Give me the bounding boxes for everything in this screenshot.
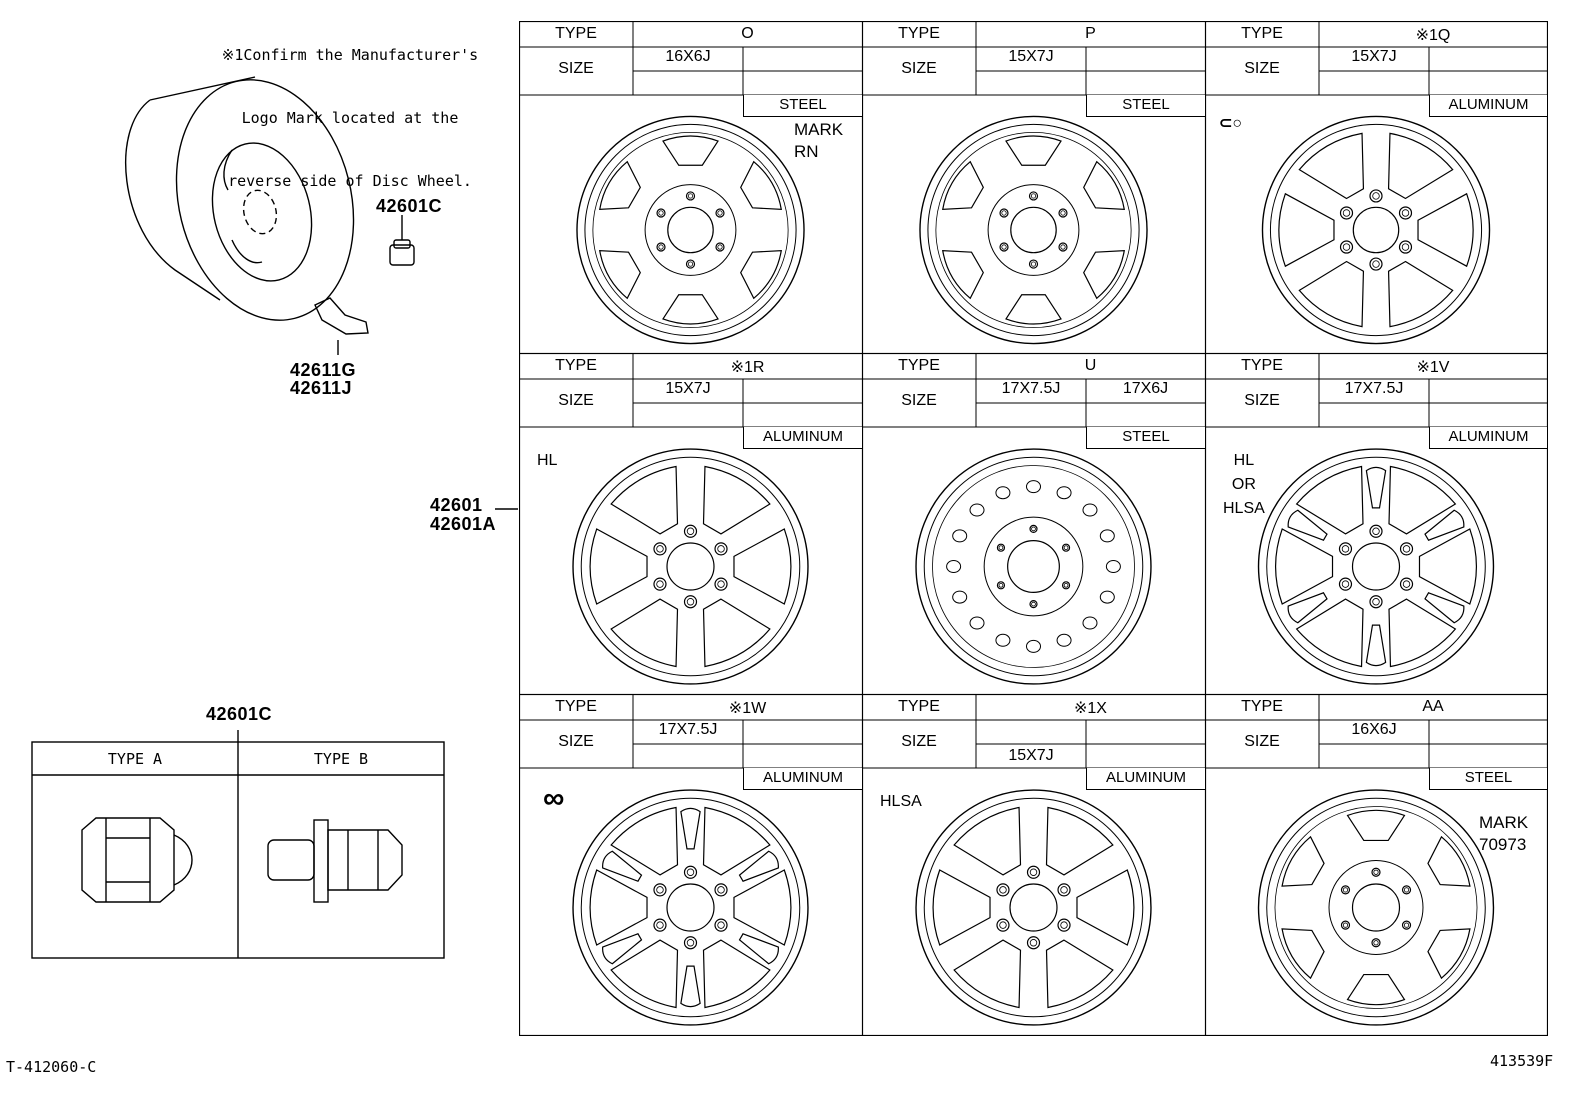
- wheel-cell-6: TYPE ※1V SIZE 17X7.5J ALUMINUM HL OR HLSA: [1205, 353, 1548, 695]
- manufacturer-logo-icon: ⊂○: [1219, 115, 1243, 132]
- size-label: SIZE: [558, 392, 594, 409]
- material-label: ALUMINUM: [743, 768, 862, 790]
- type-value: U: [1084, 357, 1097, 374]
- size-value: 17X7.5J: [1001, 380, 1061, 397]
- material-label: ALUMINUM: [1429, 95, 1547, 117]
- wheel-drawing: [919, 115, 1148, 345]
- wheel-drawing: [576, 115, 805, 345]
- wheel-cell-2: TYPE P SIZE 15X7J STEEL: [862, 21, 1206, 354]
- wheel-cell-frame: [519, 21, 863, 354]
- material-label: STEEL: [1429, 768, 1547, 790]
- wheel-drawing: [1261, 115, 1491, 345]
- type-value: ※1W: [728, 700, 767, 717]
- size-value-alt: 17X6J: [1122, 380, 1169, 397]
- wheel-cell-5: TYPE U SIZE 17X7.5J 17X6J STEEL: [862, 353, 1206, 695]
- wheel-drawing: [1257, 448, 1495, 685]
- nut-type-a-label: TYPE A: [107, 750, 163, 768]
- footer-left-code: T-412060-C: [6, 1058, 97, 1076]
- size-label: SIZE: [901, 733, 937, 750]
- wheel-cell-frame: [1205, 694, 1548, 1036]
- material-label: STEEL: [1086, 95, 1205, 117]
- size-label: SIZE: [1244, 60, 1280, 77]
- type-label: TYPE: [898, 698, 940, 715]
- part-number-cap-nut: 42601C: [376, 196, 443, 216]
- wheel-mark-note: MARK RN: [794, 120, 844, 161]
- material-label: ALUMINUM: [1429, 427, 1547, 449]
- type-label: TYPE: [555, 357, 597, 374]
- wheel-cell-frame: [862, 694, 1206, 1036]
- wheel-cell-frame: [1205, 21, 1548, 354]
- size-label: SIZE: [1244, 392, 1280, 409]
- part-number-valve-1: 42611G: [290, 360, 357, 380]
- wheel-tag: HL: [537, 452, 558, 469]
- manufacturer-logo-icon: ∞: [543, 782, 565, 815]
- size-value: 16X6J: [665, 48, 711, 65]
- wheel-tag: HLSA: [880, 793, 922, 810]
- type-value: ※1X: [1074, 700, 1107, 717]
- material-label: STEEL: [1086, 427, 1205, 449]
- type-value: O: [741, 25, 754, 42]
- material-label: STEEL: [743, 95, 862, 117]
- wheel-drawing: [572, 789, 809, 1026]
- type-value: P: [1085, 25, 1096, 42]
- material-label: ALUMINUM: [1086, 768, 1205, 790]
- type-label: TYPE: [1241, 357, 1283, 374]
- wheel-cell-7: TYPE ※1W SIZE 17X7.5J ALUMINUM ∞: [519, 694, 863, 1036]
- note-line-2: Logo Mark located at the: [241, 109, 459, 127]
- footer-right-code: 413539F: [1490, 1052, 1554, 1070]
- size-label: SIZE: [558, 60, 594, 77]
- nut-type-b-label: TYPE B: [313, 750, 369, 768]
- wheel-drawing: [915, 448, 1152, 685]
- size-label: SIZE: [901, 60, 937, 77]
- note-line-3: reverse side of Disc Wheel.: [228, 172, 472, 190]
- wheel-drawing: [1257, 789, 1495, 1026]
- manufacturer-note: ※1Confirm the Manufacturer's Logo Mark l…: [200, 3, 500, 213]
- wheel-cell-3: TYPE ※1Q SIZE 15X7J ALUMINUM ⊂○: [1205, 21, 1548, 354]
- note-line-1: ※1Confirm the Manufacturer's: [221, 46, 479, 64]
- size-value: 16X6J: [1351, 721, 1397, 738]
- wheel-tag: HL OR HLSA: [1223, 452, 1265, 517]
- type-value: ※1Q: [1415, 27, 1451, 44]
- type-value: ※1V: [1416, 359, 1450, 376]
- size-label: SIZE: [901, 392, 937, 409]
- size-value: 15X7J: [1008, 747, 1054, 764]
- size-value: 15X7J: [665, 380, 711, 397]
- part-number-wheel-2: 42601A: [430, 514, 497, 534]
- wheel-mark-note: MARK 70973: [1479, 813, 1529, 854]
- type-label: TYPE: [555, 698, 597, 715]
- type-label: TYPE: [898, 357, 940, 374]
- wheel-cell-frame: [1205, 353, 1548, 695]
- wheel-drawing: [572, 448, 809, 685]
- wheel-cell-1: TYPE O SIZE 16X6J STEEL MARK RN: [519, 21, 863, 354]
- wheel-table: TYPE O SIZE 16X6J STEEL MARK RN TYPE P SIZE 15X7J…: [519, 21, 1548, 1036]
- wheel-cell-frame: [862, 353, 1206, 695]
- wheel-cell-9: TYPE AA SIZE 16X6J STEEL MARK 70973: [1205, 694, 1548, 1036]
- wheel-cell-8: TYPE ※1X SIZE 15X7J ALUMINUM HLSA: [862, 694, 1206, 1036]
- type-value: AA: [1422, 698, 1444, 715]
- type-label: TYPE: [555, 25, 597, 42]
- wheel-cell-4: TYPE ※1R SIZE 15X7J ALUMINUM HL: [519, 353, 863, 695]
- size-value: 15X7J: [1351, 48, 1397, 65]
- size-value: 15X7J: [1008, 48, 1054, 65]
- type-label: TYPE: [1241, 698, 1283, 715]
- part-number-valve-2: 42611J: [290, 378, 353, 398]
- wheel-drawing: [915, 789, 1152, 1026]
- type-label: TYPE: [898, 25, 940, 42]
- type-label: TYPE: [1241, 25, 1283, 42]
- type-value: ※1R: [730, 359, 765, 376]
- wheel-cell-frame: [519, 694, 863, 1036]
- wheel-cell-frame: [862, 21, 1206, 354]
- size-value: 17X7.5J: [1344, 380, 1404, 397]
- size-label: SIZE: [1244, 733, 1280, 750]
- part-number-nut-box: 42601C: [206, 704, 273, 724]
- size-value: 17X7.5J: [658, 721, 718, 738]
- size-label: SIZE: [558, 733, 594, 750]
- part-number-wheel-1: 42601: [430, 495, 483, 515]
- material-label: ALUMINUM: [743, 427, 862, 449]
